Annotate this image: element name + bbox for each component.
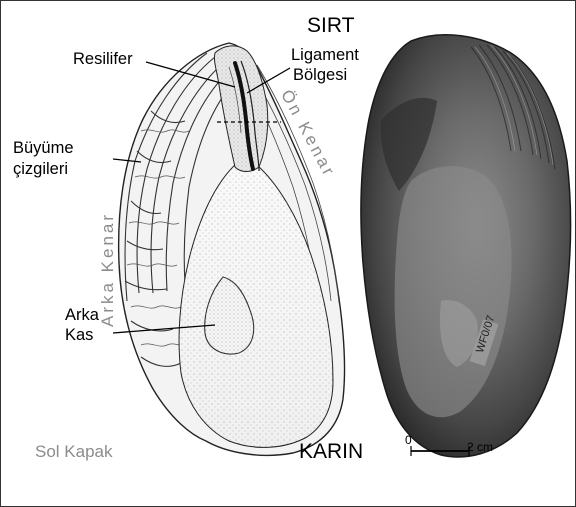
ventral-label: KARIN [299, 441, 363, 463]
dorsal-label: SIRT [307, 15, 354, 37]
left-valve-caption: Sol Kapak [35, 443, 113, 461]
fossil-photo [361, 35, 570, 457]
ligament-label-line1: Ligament [291, 47, 359, 64]
ligament-label-line2: Bölgesi [293, 67, 347, 84]
scale-bar-end-label: 2 cm [467, 441, 493, 454]
posterior-edge-label: Arka Kenar [99, 212, 117, 327]
posterior-muscle-label-line2: Kas [65, 327, 93, 344]
posterior-muscle-label-line1: Arka [65, 307, 99, 324]
scale-bar-start-label: 0 [405, 434, 412, 447]
resilifer-label: Resilifer [73, 51, 133, 68]
growth-lines-label-line1: Büyüme [13, 140, 74, 157]
shell-drawing [113, 43, 345, 455]
growth-lines-label-line2: çizgileri [13, 161, 68, 178]
